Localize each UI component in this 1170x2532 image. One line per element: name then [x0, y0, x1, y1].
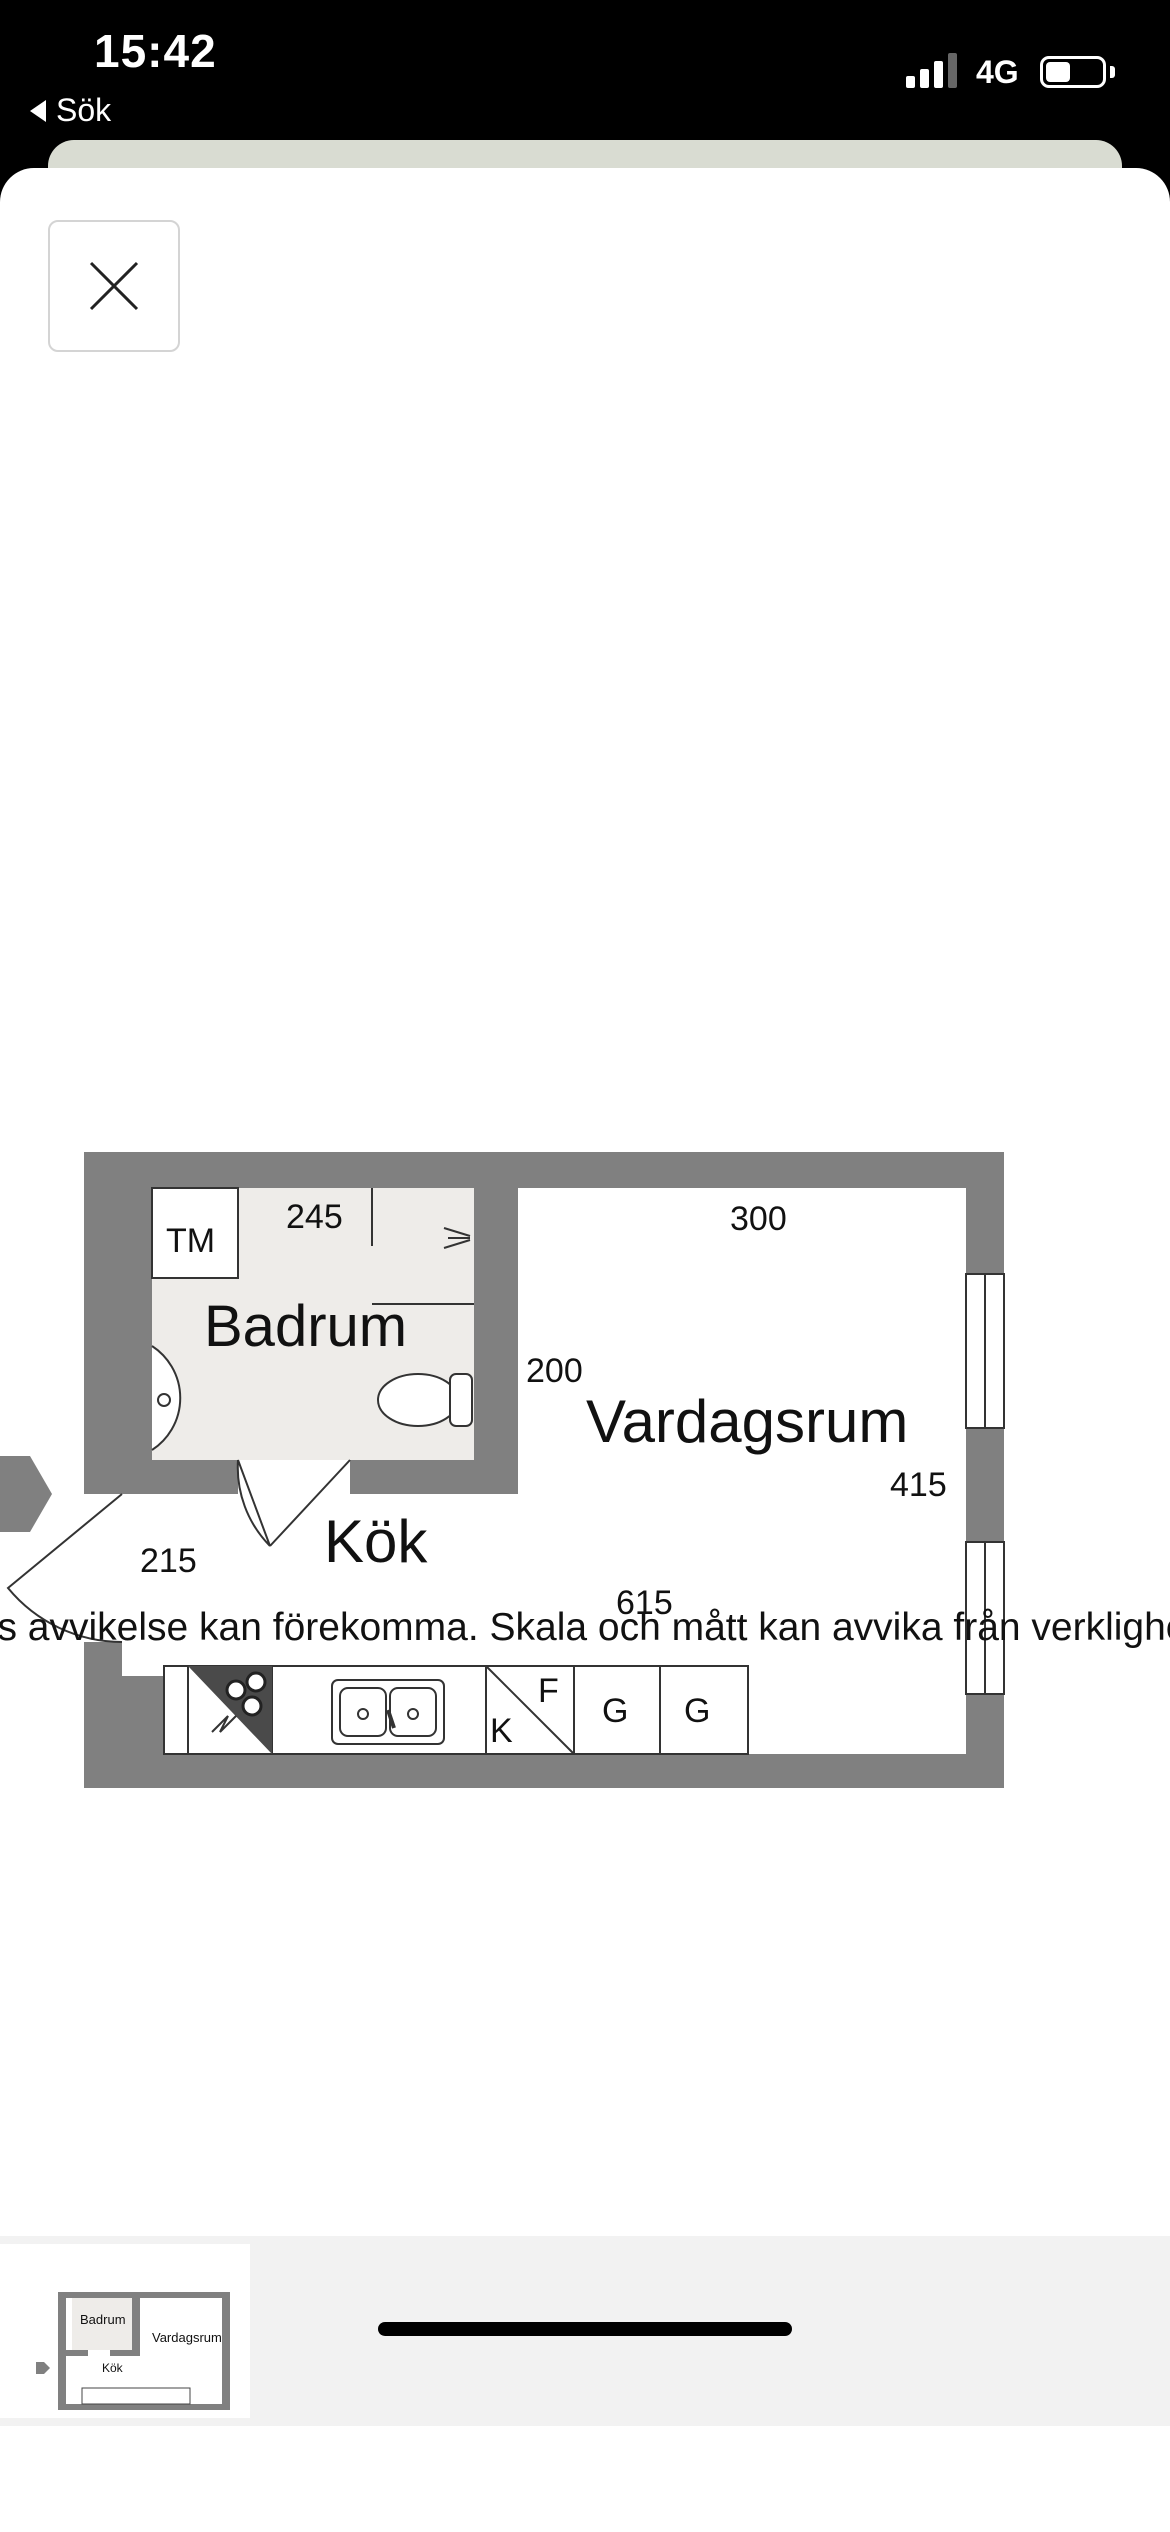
room-label-vardagsrum: Vardagsrum	[586, 1388, 908, 1455]
stove-icon	[187, 1665, 273, 1755]
floorplan-image[interactable]: TM	[0, 976, 1170, 1806]
status-time: 15:42	[94, 25, 217, 77]
inner-wall-left-bath	[122, 1188, 152, 1494]
fixture-label-g2: G	[684, 1692, 710, 1730]
kitchen-sink-icon	[331, 1679, 445, 1745]
back-to-search-link[interactable]: Sök	[30, 92, 111, 129]
signal-icon	[906, 52, 957, 88]
fridge-freezer-box	[485, 1665, 575, 1755]
inner-wall-bath-bottom-right	[350, 1460, 518, 1494]
fixture-label-f: F	[538, 1672, 559, 1710]
home-indicator[interactable]	[378, 2322, 792, 2336]
dim-badrum-width: 245	[286, 1198, 343, 1236]
image-viewer-sheet: TM	[0, 168, 1170, 2532]
disclaimer-text: Viss avvikelse kan förekomma. Skala och …	[0, 1606, 1170, 1649]
kitchen-wall-strip	[122, 1676, 164, 1754]
dim-entry-width: 215	[140, 1542, 197, 1580]
room-label-badrum: Badrum	[204, 1294, 407, 1359]
fixture-label-g1: G	[602, 1692, 628, 1730]
close-icon	[89, 261, 139, 311]
back-link-label: Sök	[56, 92, 112, 128]
thumbnail-label-badrum: Badrum	[80, 2312, 126, 2327]
entry-arrow-icon	[0, 1456, 52, 1532]
dim-vardagsrum-height: 415	[890, 1466, 947, 1504]
thumbnail-label-kok: Kök	[102, 2361, 124, 2375]
fixture-label-k: K	[490, 1712, 513, 1750]
inner-wall-bath-bottom-left	[122, 1460, 238, 1494]
thumbnail-floorplan[interactable]: Badrum Vardagsrum Kök	[0, 2244, 250, 2418]
sink-icon	[151, 1345, 182, 1451]
thumbnail-strip: Badrum Vardagsrum Kök	[0, 2236, 1170, 2426]
room-label-kok: Kök	[324, 1508, 428, 1575]
battery-nub	[1110, 66, 1115, 78]
fixture-label-tm: TM	[166, 1222, 215, 1260]
entry-door	[6, 1493, 123, 1643]
back-arrow-icon	[30, 99, 46, 122]
thumbnail-label-vardagsrum: Vardagsrum	[152, 2330, 222, 2345]
close-button[interactable]	[48, 220, 180, 352]
dim-total-width: 615	[616, 1584, 673, 1622]
network-type: 4G	[976, 54, 1019, 90]
entry-opening	[84, 1494, 122, 1642]
washer-box	[151, 1187, 239, 1279]
bathroom-door	[236, 1459, 351, 1547]
shower-head-icon	[443, 1227, 471, 1249]
dim-vardagsrum-width: 300	[730, 1200, 787, 1238]
dim-badrum-height: 200	[526, 1352, 583, 1390]
cabinet-g2	[659, 1665, 749, 1755]
toilet-icon	[377, 1373, 473, 1427]
thumbnail-floorplan-image: Badrum Vardagsrum Kök	[36, 2292, 230, 2410]
battery-icon	[1040, 56, 1106, 88]
inner-wall-bath-living	[474, 1188, 518, 1494]
